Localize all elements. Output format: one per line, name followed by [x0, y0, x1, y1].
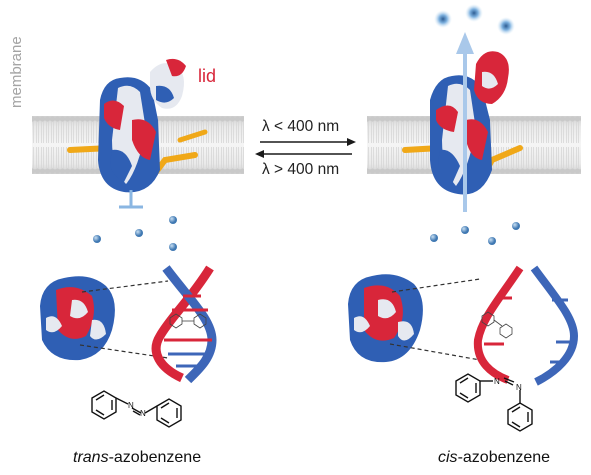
cis-azobenzene-caption: cis-azobenzene — [438, 449, 550, 467]
cis-azobenzene-structure: N N — [455, 373, 533, 432]
channel-open — [402, 32, 523, 212]
lid-label: lid — [198, 66, 217, 86]
svg-text:N: N — [494, 377, 500, 386]
svg-text:N: N — [140, 409, 146, 418]
trans-azobenzene-caption: trans-azobenzene — [73, 449, 201, 467]
wavelength-below-label: λ < 400 nm — [262, 118, 340, 135]
zoom-cis — [348, 265, 579, 386]
switch-arrows — [255, 138, 356, 158]
membrane-label: membrane — [8, 36, 25, 108]
trans-suffix: -azobenzene — [108, 449, 202, 466]
wavelength-above-label: λ > 400 nm — [262, 161, 340, 178]
svg-text:N: N — [128, 401, 134, 410]
ions-left — [93, 216, 177, 251]
zoom-trans — [40, 265, 217, 384]
cis-prefix: cis — [438, 449, 458, 466]
trans-azobenzene-structure: N N — [91, 390, 182, 428]
trans-prefix: trans — [73, 449, 109, 466]
ions-right — [430, 4, 520, 245]
cis-suffix: -azobenzene — [457, 449, 551, 466]
channel-closed — [67, 58, 208, 209]
svg-text:N: N — [516, 383, 522, 392]
